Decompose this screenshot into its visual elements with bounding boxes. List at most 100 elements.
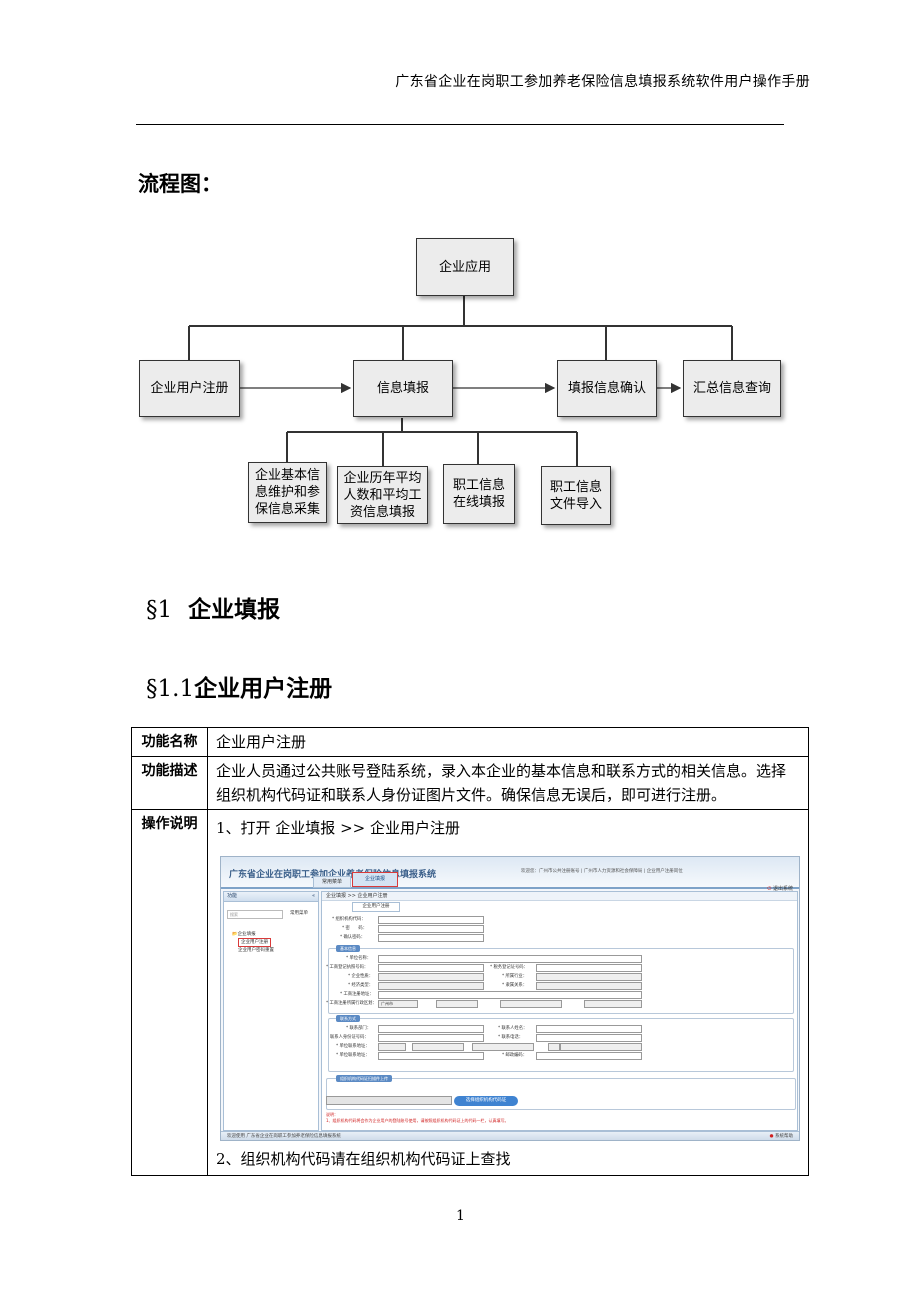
ent-nature-select[interactable]	[378, 973, 484, 981]
note-title: 说明：	[326, 1112, 338, 1117]
table-row: 功能描述 企业人员通过公共账号登陆系统，录入本企业的基本信息和联系方式的相关信息…	[131, 756, 809, 810]
section-1-1-heading: §1.1企业用户注册	[146, 669, 332, 703]
table-value: 企业人员通过公共账号登陆系统，录入本企业的基本信息和联系方式的相关信息。选择组织…	[207, 756, 809, 810]
region-street-select[interactable]	[500, 1000, 562, 1008]
flow-node-online: 职工信息在线填报	[443, 464, 515, 524]
region-district-select[interactable]	[436, 1000, 478, 1008]
folder-icon: 📂	[232, 932, 238, 937]
password-input[interactable]	[378, 925, 484, 933]
table-key: 功能描述	[131, 756, 208, 810]
org-code-input[interactable]	[378, 916, 484, 924]
tab-common-menu[interactable]: 常用菜单	[313, 876, 351, 888]
upload-button[interactable]: 选择组织机构代码证	[454, 1096, 518, 1106]
flowchart-heading: 流程图：	[138, 172, 222, 196]
function-tree: 📂企业填报 企业用户注册 企业用户密码重置	[232, 931, 318, 954]
step-2-text: 2、组织机构代码请在组织机构代码证上查找	[216, 1150, 511, 1168]
contact-name-input[interactable]	[536, 1025, 642, 1033]
step-1-text: 1、打开 企业填报 >> 企业用户注册	[216, 819, 460, 837]
tree-item-reset[interactable]: 企业用户密码重置	[238, 948, 274, 953]
logout-button[interactable]: ⏻ 退出系统	[767, 877, 793, 901]
section-1-title: 企业填报	[188, 597, 281, 623]
contact-id-input[interactable]	[378, 1034, 484, 1042]
app-system-title: 广东省企业在岗职工参加企业养老保险信息填报系统	[229, 870, 437, 880]
label-contact-phone: * 联系电话：	[498, 1035, 523, 1040]
tree-item-register[interactable]: 企业用户注册	[238, 938, 271, 947]
region-community-select[interactable]	[584, 1000, 642, 1008]
label-confirm-password: * 确认密码：	[340, 935, 365, 940]
app-note: 说明： 1、组织机构代码将会作为企业用户的登陆账号使用，请按照组织机构代码证上的…	[326, 1112, 509, 1124]
collapse-icon[interactable]: «	[311, 893, 315, 899]
label-unit-address: * 单位联系地址：	[336, 1053, 370, 1058]
app-screenshot: 广东省企业在岗职工参加企业养老保险信息填报系统 欢迎您：广州市公共注册账号 | …	[220, 856, 800, 1141]
label-biz-reg: * 工商登记执照号码：	[326, 965, 369, 970]
group-basic-info	[328, 948, 794, 1014]
app-breadcrumb: 企业填报 >> 企业用户注册	[322, 892, 797, 901]
contact-city-select[interactable]	[378, 1043, 406, 1051]
label-biz-region: * 工商注册所属行政区划：	[326, 1001, 377, 1006]
flow-node-basic: 企业基本信息维护和参保信息采集	[248, 462, 327, 523]
tab-enterprise-fill[interactable]: 企业填报	[352, 872, 398, 887]
table-value: 企业用户注册	[207, 727, 809, 757]
note-text: 1、组织机构代码将会作为企业用户的登陆账号使用，请按照组织机构代码证上的代码一栏…	[326, 1118, 509, 1123]
label-password: * 密 码：	[342, 926, 367, 931]
label-tax-reg: * 税务登记证号码：	[490, 965, 528, 970]
contact-street-select[interactable]	[472, 1043, 534, 1051]
upload-path-input[interactable]	[326, 1096, 452, 1105]
section-1-1-number: §1.1	[146, 676, 195, 702]
section-1-number: §1	[146, 597, 173, 623]
help-link[interactable]: ● 系统帮助	[770, 1132, 793, 1140]
flowchart-connectors	[188, 296, 733, 466]
contact-dept-input[interactable]	[378, 1025, 484, 1033]
app-topbar: 广东省企业在岗职工参加企业养老保险信息填报系统 欢迎您：广州市公共注册账号 | …	[221, 857, 799, 892]
econ-type-select[interactable]	[378, 982, 484, 990]
page-header-title: 广东省企业在岗职工参加养老保险信息填报系统软件用户操作手册	[395, 74, 810, 90]
flow-node-import: 职工信息文件导入	[541, 466, 611, 525]
region-city-select[interactable]: 广州市	[378, 1000, 418, 1008]
group-contact-info	[328, 1018, 794, 1072]
function-spec-table: 功能名称 企业用户注册 功能描述 企业人员通过公共账号登陆系统，录入本企业的基本…	[131, 727, 809, 1176]
confirm-password-input[interactable]	[378, 934, 484, 942]
app-welcome-text: 欢迎您：广州市公共注册账号 | 广州市人力资源和社会保障局 | 企业用户注册岗位	[521, 869, 683, 874]
app-statusbar: 欢迎使用 广东省企业在岗职工参加养老保险信息填报系统 ● 系统帮助	[221, 1131, 799, 1140]
label-ent-nature: * 企业性质：	[348, 974, 373, 979]
label-postcode: * 邮政编码：	[502, 1053, 527, 1058]
section-1-heading: §1 企业填报	[146, 590, 280, 624]
label-contact-dept: * 联系部门：	[346, 1026, 371, 1031]
inner-tab-register[interactable]: 企业用户注册	[352, 902, 400, 912]
table-key: 功能名称	[131, 727, 208, 757]
flow-node-root: 企业应用	[416, 238, 514, 296]
group-contact-legend: 联系方式	[336, 1015, 360, 1022]
left-search-row: 搜索 常用菜单	[224, 902, 318, 926]
left-panel-title: 功能	[227, 893, 238, 899]
contact-extra-select[interactable]	[548, 1043, 560, 1051]
unit-address-input[interactable]	[378, 1052, 484, 1060]
postcode-input[interactable]	[536, 1052, 642, 1060]
affiliation-select[interactable]	[536, 982, 642, 990]
left-search-input[interactable]: 搜索	[227, 909, 283, 919]
biz-reg-input[interactable]	[378, 964, 484, 972]
section-1-1-title: 企业用户注册	[194, 676, 333, 702]
left-panel-header: 功能 «	[224, 892, 318, 902]
page-number: 1	[456, 1208, 465, 1224]
tree-root-item[interactable]: 📂企业填报	[232, 931, 318, 938]
left-common-label[interactable]: 常用菜单	[290, 911, 308, 916]
tax-reg-input[interactable]	[536, 964, 642, 972]
unit-name-input[interactable]	[378, 955, 642, 963]
header-rule	[136, 124, 784, 125]
group-basic-legend: 基本信息	[336, 945, 360, 952]
table-key: 操作说明	[131, 809, 208, 1176]
flow-node-summary: 汇总信息查询	[683, 360, 781, 417]
industry-select[interactable]	[536, 973, 642, 981]
biz-address-input[interactable]	[378, 991, 642, 999]
contact-community-select[interactable]	[560, 1043, 642, 1051]
group-upload-legend: 组织机构代码证扫描件上传	[336, 1075, 392, 1082]
label-contact-name: * 联系人姓名：	[498, 1026, 528, 1031]
contact-phone-input[interactable]	[536, 1034, 642, 1042]
status-left-text: 欢迎使用 广东省企业在岗职工参加养老保险信息填报系统	[227, 1134, 341, 1139]
flow-node-fill: 信息填报	[353, 360, 453, 417]
contact-district-select[interactable]	[412, 1043, 464, 1051]
label-biz-address: * 工商注册地址：	[340, 992, 374, 997]
label-org-code: * 组织机构代码：	[332, 917, 366, 922]
app-main-panel: 企业填报 >> 企业用户注册 企业用户注册 * 组织机构代码： * 密 码： *…	[321, 891, 798, 1131]
flow-node-confirm: 填报信息确认	[557, 360, 657, 417]
